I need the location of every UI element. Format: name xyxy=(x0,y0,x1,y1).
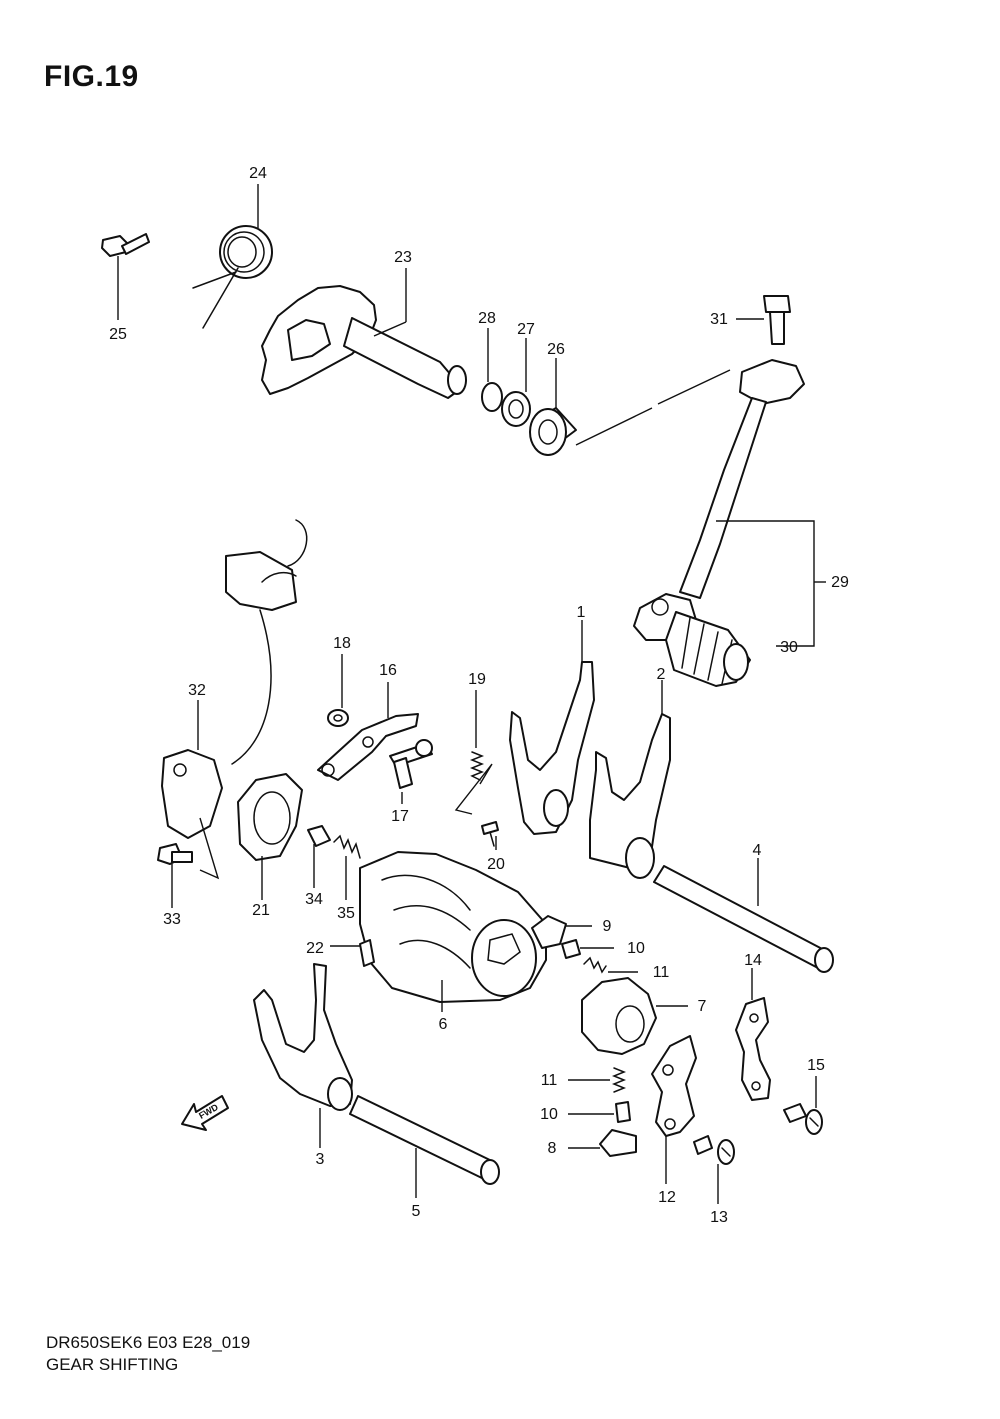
callout-19: 19 xyxy=(468,671,486,688)
callout-28: 28 xyxy=(478,310,496,327)
callout-13: 13 xyxy=(710,1209,728,1226)
callout-29: 29 xyxy=(831,574,849,591)
part-12-guide-plate xyxy=(651,1035,697,1184)
callout-14: 14 xyxy=(744,952,762,969)
callout-23: 23 xyxy=(394,249,412,266)
part-5-fork-shaft xyxy=(349,1095,500,1198)
part-28-clip xyxy=(481,328,503,412)
callout-4: 4 xyxy=(753,842,762,859)
callout-17: 17 xyxy=(391,808,409,825)
callout-15: 15 xyxy=(807,1057,825,1074)
model-code: DR650SEK6 E03 E28_019 xyxy=(46,1333,251,1352)
part-31-bolt xyxy=(736,295,791,345)
part-4-fork-shaft xyxy=(653,858,834,973)
callout-5: 5 xyxy=(412,1203,421,1220)
callout-18: 18 xyxy=(333,635,351,652)
part-18-washer xyxy=(327,654,349,727)
part-13-screw xyxy=(693,1135,735,1204)
part-33-screw xyxy=(157,843,193,908)
part-17-bolt xyxy=(389,739,433,804)
callout-9: 9 xyxy=(603,918,612,935)
part-10-upper-pin xyxy=(561,939,614,959)
part-14-plate xyxy=(735,968,771,1101)
part-23-shift-shaft xyxy=(261,268,467,399)
part-6-shift-drum xyxy=(359,851,547,1012)
part-22-pin xyxy=(330,939,375,967)
part-29-shift-lever xyxy=(633,359,826,687)
part-10-lower-pin xyxy=(568,1101,631,1123)
part-27-washer xyxy=(501,338,531,427)
callout-21: 21 xyxy=(252,902,270,919)
callout-10-lower: 10 xyxy=(540,1106,558,1123)
callout-26: 26 xyxy=(547,341,565,358)
part-21-cam-plate xyxy=(237,773,303,900)
part-34-pin xyxy=(307,825,331,888)
figure-title: FIG.19 xyxy=(44,60,139,93)
callout-7: 7 xyxy=(698,998,707,1015)
callout-8: 8 xyxy=(548,1140,557,1157)
part-11-upper-spring xyxy=(583,956,638,974)
callout-2: 2 xyxy=(657,666,666,683)
callout-27: 27 xyxy=(517,321,535,338)
callout-33: 33 xyxy=(163,911,181,928)
callout-30: 30 xyxy=(780,639,798,656)
part-35-spring xyxy=(333,834,361,900)
part-24-spring xyxy=(192,184,273,329)
part-7-cam xyxy=(581,977,688,1055)
part-25-bolt xyxy=(101,233,150,320)
callout-24: 24 xyxy=(249,165,267,182)
callout-6: 6 xyxy=(439,1016,448,1033)
part-1-shift-fork xyxy=(509,620,595,835)
callout-1: 1 xyxy=(577,604,586,621)
part-20-pin xyxy=(481,821,499,850)
callout-11-upper: 11 xyxy=(653,964,670,981)
callout-31: 31 xyxy=(710,311,728,328)
part-2-shift-fork xyxy=(589,680,671,879)
part-8-stopper-plate xyxy=(568,1129,637,1157)
callout-3: 3 xyxy=(316,1151,325,1168)
callout-12: 12 xyxy=(658,1189,676,1206)
part-11-lower-spring xyxy=(568,1067,627,1093)
part-32-neutral-switch xyxy=(161,519,308,880)
callout-16: 16 xyxy=(379,662,397,679)
diagram-footer: DR650SEK6 E03 E28_019 GEAR SHIFTING xyxy=(46,1332,250,1376)
part-15-screw xyxy=(783,1076,823,1135)
part-19-spring xyxy=(454,690,493,815)
section-name: GEAR SHIFTING xyxy=(46,1355,179,1374)
part-26-oil-seal xyxy=(529,358,577,456)
shaft-alignment-line xyxy=(575,369,731,446)
callout-34: 34 xyxy=(305,891,323,908)
callout-10-upper: 10 xyxy=(627,940,645,957)
part-9-plate xyxy=(531,915,592,949)
part-3-shift-fork xyxy=(253,963,353,1148)
forward-direction-arrow-icon: FWD xyxy=(181,1095,229,1131)
callout-35: 35 xyxy=(337,905,355,922)
callout-25: 25 xyxy=(109,326,127,343)
callout-32: 32 xyxy=(188,682,206,699)
part-16-stopper-arm xyxy=(317,682,419,781)
callout-22: 22 xyxy=(306,940,324,957)
callout-11-lower: 11 xyxy=(541,1072,558,1089)
callout-20: 20 xyxy=(487,856,505,873)
